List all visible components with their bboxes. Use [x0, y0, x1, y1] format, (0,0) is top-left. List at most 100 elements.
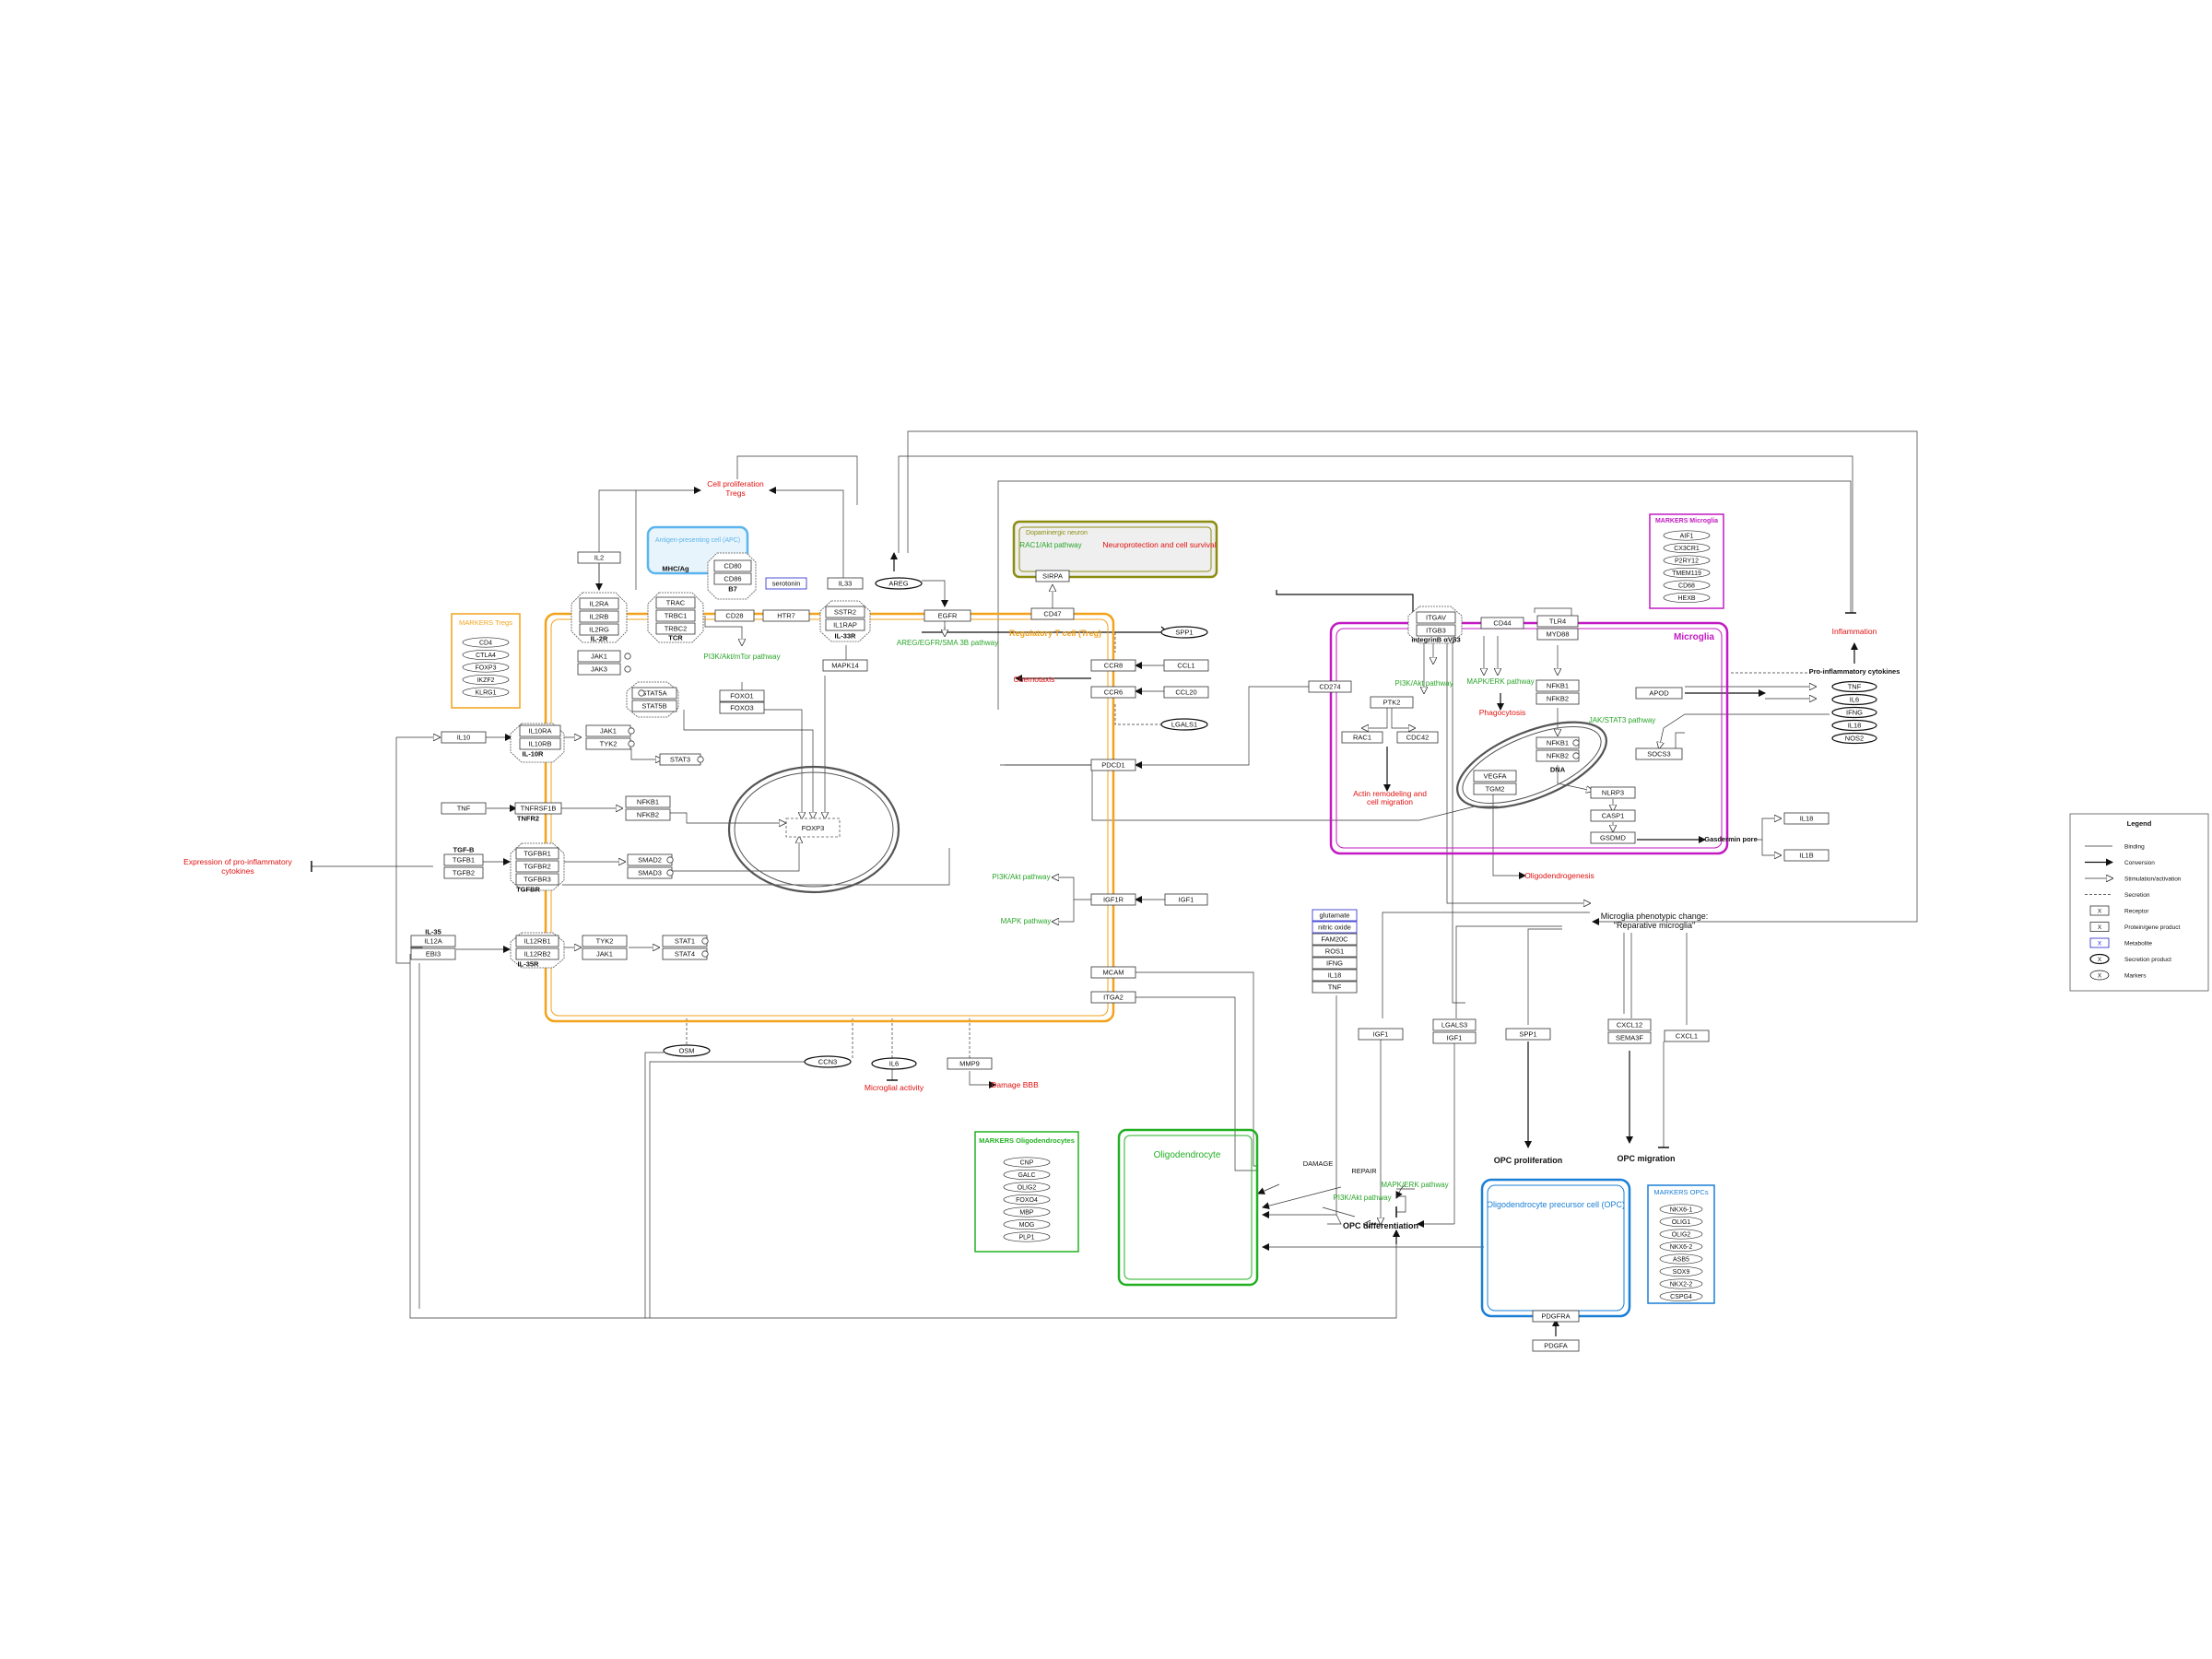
- node-cd28[interactable]: CD28: [714, 609, 755, 622]
- node-il6c[interactable]: IL6: [1831, 693, 1877, 706]
- node-il12rb2[interactable]: IL12RB2: [515, 947, 559, 960]
- node-il2[interactable]: IL2: [577, 551, 621, 564]
- node-nfkb1b[interactable]: NFKB1: [1535, 679, 1580, 692]
- node-stat3[interactable]: STAT3: [659, 753, 701, 766]
- node-ifng[interactable]: IFNG: [1831, 706, 1877, 719]
- node-myd88[interactable]: MYD88: [1536, 628, 1579, 641]
- node-socs3[interactable]: SOCS3: [1635, 747, 1683, 760]
- node-cd47[interactable]: CD47: [1030, 607, 1075, 620]
- node-tgfb2[interactable]: TGFB2: [443, 866, 484, 879]
- node-tgfbr3[interactable]: TGFBR3: [515, 873, 559, 886]
- node-il2rg[interactable]: IL2RG: [579, 623, 619, 636]
- node-igf1[interactable]: IGF1: [1164, 893, 1208, 906]
- node-itgav[interactable]: ITGAV: [1416, 611, 1456, 624]
- node-il18b[interactable]: IL18: [1783, 812, 1830, 825]
- node-gsdmd[interactable]: GSDMD: [1590, 831, 1636, 844]
- node-egfr[interactable]: EGFR: [924, 609, 971, 622]
- node-mmp9[interactable]: MMP9: [947, 1057, 993, 1070]
- node-osm[interactable]: OSM: [663, 1044, 711, 1057]
- node-jak1b[interactable]: JAK1: [585, 724, 631, 737]
- node-mapk14[interactable]: MAPK14: [822, 659, 868, 672]
- node-il6[interactable]: IL6: [871, 1057, 917, 1070]
- node-smad2[interactable]: SMAD2: [627, 853, 673, 866]
- node-cd44[interactable]: CD44: [1480, 617, 1524, 629]
- damage-item[interactable]: IL18: [1312, 969, 1358, 982]
- node-jak1a[interactable]: JAK1: [577, 650, 621, 663]
- damage-item[interactable]: ROS1: [1312, 945, 1358, 958]
- node-foxo3[interactable]: FOXO3: [719, 701, 765, 714]
- node-il10ra[interactable]: IL10RA: [519, 724, 561, 737]
- node-il10[interactable]: IL10: [441, 731, 487, 744]
- node-ebi3[interactable]: EBI3: [410, 947, 456, 960]
- node-pdcd1[interactable]: PDCD1: [1090, 759, 1136, 771]
- damage-item[interactable]: IFNG: [1312, 957, 1358, 970]
- node-nlrp3[interactable]: NLRP3: [1590, 786, 1636, 799]
- node-trbc1[interactable]: TRBC1: [655, 609, 696, 622]
- node-spp1[interactable]: SPP1: [1160, 626, 1208, 639]
- node-ccr6[interactable]: CCR6: [1090, 686, 1136, 699]
- node-sema3f[interactable]: SEMA3F: [1607, 1031, 1652, 1044]
- node-trac[interactable]: TRAC: [655, 596, 696, 609]
- node-cxcl12[interactable]: CXCL12: [1607, 1018, 1652, 1031]
- node-il12rb1[interactable]: IL12RB1: [515, 935, 559, 947]
- node-pdgfa[interactable]: PDGFA: [1532, 1339, 1580, 1352]
- node-itga2[interactable]: ITGA2: [1090, 991, 1136, 1004]
- node-il18[interactable]: IL18: [1831, 719, 1877, 732]
- node-nfkb1c[interactable]: NFKB1: [1535, 736, 1580, 749]
- node-rac1[interactable]: RAC1: [1341, 731, 1383, 744]
- node-mcam[interactable]: MCAM: [1090, 966, 1136, 979]
- node-cdc42[interactable]: CDC42: [1396, 731, 1439, 744]
- node-il1rap[interactable]: IL1RAP: [825, 618, 865, 631]
- node-trbc2[interactable]: TRBC2: [655, 622, 696, 635]
- node-htr7[interactable]: HTR7: [762, 609, 810, 622]
- node-spp1b[interactable]: SPP1: [1505, 1028, 1551, 1041]
- node-nfkb2b[interactable]: NFKB2: [1535, 692, 1580, 705]
- node-il12a[interactable]: IL12A: [410, 935, 456, 947]
- node-igf1c[interactable]: IGF1: [1432, 1031, 1477, 1044]
- node-igf1b[interactable]: IGF1: [1358, 1028, 1404, 1041]
- node-tnfc[interactable]: TNF: [1831, 680, 1877, 693]
- node-tlr4[interactable]: TLR4: [1536, 615, 1579, 628]
- node-stat4[interactable]: STAT4: [662, 947, 708, 960]
- node-il2rb[interactable]: IL2RB: [579, 610, 619, 623]
- node-il1b[interactable]: IL1B: [1783, 849, 1830, 862]
- node-tgm2[interactable]: TGM2: [1473, 782, 1517, 795]
- node-cd80[interactable]: CD80: [713, 559, 752, 572]
- node-jak1c[interactable]: JAK1: [582, 947, 628, 960]
- node-vegfa[interactable]: VEGFA: [1473, 770, 1517, 782]
- node-jak3[interactable]: JAK3: [577, 663, 621, 676]
- damage-item[interactable]: nitric oxide: [1312, 921, 1358, 934]
- node-tgfb1[interactable]: TGFB1: [443, 853, 484, 866]
- damage-item[interactable]: FAM20C: [1312, 933, 1358, 946]
- node-tnfrsf1b[interactable]: TNFRSF1B: [514, 802, 562, 815]
- node-nos2[interactable]: NOS2: [1831, 732, 1877, 745]
- damage-item[interactable]: TNF: [1312, 981, 1358, 994]
- node-ccl1[interactable]: CCL1: [1163, 659, 1209, 672]
- node-apod[interactable]: APOD: [1635, 687, 1683, 700]
- node-nfkb1a[interactable]: NFKB1: [625, 795, 671, 808]
- node-il10rb[interactable]: IL10RB: [519, 737, 561, 750]
- node-cd274[interactable]: CD274: [1308, 680, 1352, 693]
- node-lgals3[interactable]: LGALS3: [1432, 1018, 1477, 1031]
- node-tnf[interactable]: TNF: [441, 802, 487, 815]
- node-foxo1[interactable]: FOXO1: [719, 689, 765, 702]
- node-stat1[interactable]: STAT1: [662, 935, 708, 947]
- node-nfkb2a[interactable]: NFKB2: [625, 808, 671, 821]
- node-tyk2b[interactable]: TYK2: [582, 935, 628, 947]
- node-tgfbr1[interactable]: TGFBR1: [515, 847, 559, 860]
- node-il2ra[interactable]: IL2RA: [579, 597, 619, 610]
- node-tyk2a[interactable]: TYK2: [585, 737, 631, 750]
- node-lgals1[interactable]: LGALS1: [1160, 718, 1208, 731]
- node-pdgfra[interactable]: PDGFRA: [1532, 1310, 1580, 1323]
- node-serotonin[interactable]: serotonin: [765, 577, 807, 590]
- node-tgfbr2[interactable]: TGFBR2: [515, 860, 559, 873]
- node-stat5a[interactable]: STAT5A: [631, 687, 677, 700]
- node-casp1[interactable]: CASP1: [1590, 809, 1636, 822]
- node-cxcl1[interactable]: CXCL1: [1664, 1030, 1710, 1042]
- node-ccr8[interactable]: CCR8: [1090, 659, 1136, 672]
- damage-item[interactable]: glutamate: [1312, 909, 1358, 922]
- node-areg[interactable]: AREG: [875, 577, 923, 590]
- node-nfkb2c[interactable]: NFKB2: [1535, 749, 1580, 762]
- node-sirpa[interactable]: SIRPA: [1035, 570, 1070, 582]
- node-ccn3[interactable]: CCN3: [804, 1055, 852, 1068]
